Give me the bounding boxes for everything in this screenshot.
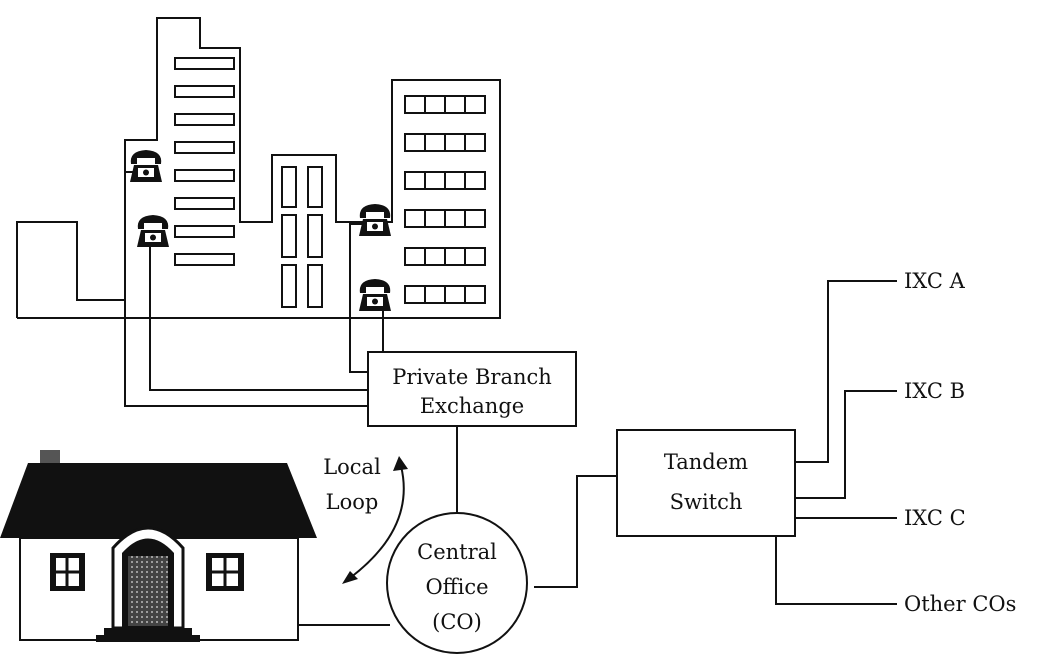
local-loop-arrow: [349, 465, 405, 579]
pbx-label-line2: Exchange: [420, 394, 524, 418]
tower-windows: [174, 57, 235, 266]
telephone-icon: [130, 150, 162, 182]
right-building-windows: [404, 95, 486, 304]
telephone-icon: [359, 279, 391, 311]
house-icon: [0, 450, 317, 642]
tandem-label-line1: Tandem: [664, 450, 748, 474]
central-office-circle: Central Office (CO): [386, 512, 528, 654]
tandem-switch-box: Tandem Switch: [616, 429, 796, 537]
office-building-icon: [16, 17, 501, 319]
local-loop-label-line2: Loop: [326, 490, 379, 514]
local-loop-label-line1: Local: [323, 455, 381, 479]
local-loop-arrowhead-top: [393, 456, 408, 471]
telephone-icon: [359, 204, 391, 236]
private-branch-exchange-box: Private Branch Exchange: [367, 351, 577, 427]
tandem-label-line2: Switch: [670, 490, 743, 514]
co-label-line3: (CO): [432, 610, 482, 634]
ixc-c-label: IXC C: [904, 506, 966, 530]
co-label-line1: Central: [417, 540, 497, 564]
telephone-icon: [137, 215, 169, 247]
co-label-line2: Office: [425, 575, 488, 599]
other-cos-label: Other COs: [904, 592, 1016, 616]
local-loop-arrowhead-bottom: [342, 571, 358, 584]
ixc-a-label: IXC A: [904, 269, 966, 293]
ixc-b-label: IXC B: [904, 379, 965, 403]
middle-block-windows: [281, 166, 323, 308]
local-loop-annotation: Local Loop: [323, 455, 408, 584]
pbx-label-line1: Private Branch: [392, 365, 552, 389]
